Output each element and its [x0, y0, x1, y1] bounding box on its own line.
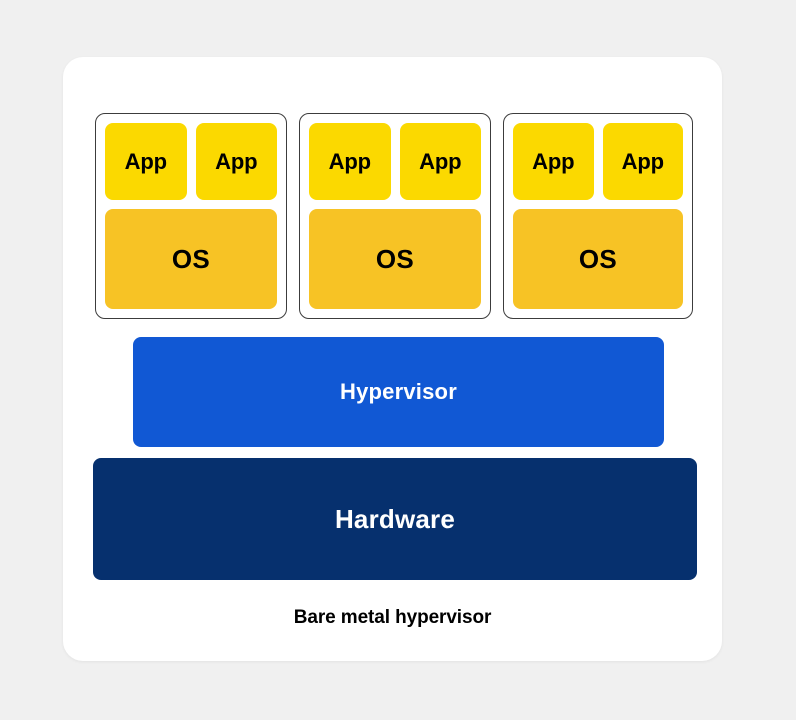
app-box-3-2: App	[602, 123, 683, 200]
os-box-1: OS	[105, 209, 277, 309]
os-box-3: OS	[513, 209, 683, 309]
app-box-2-2: App	[399, 123, 481, 200]
os-box-2: OS	[309, 209, 481, 309]
hardware-layer: Hardware	[93, 458, 697, 580]
hypervisor-layer: Hypervisor	[133, 337, 664, 447]
app-box-1-1: App	[105, 123, 187, 200]
virtual-machine-2: App App OS	[299, 113, 491, 319]
app-row-3: App App	[513, 123, 683, 200]
app-box-1-2: App	[195, 123, 277, 200]
virtual-machines-row: App App OS App App OS App App OS	[95, 113, 693, 319]
app-box-2-1: App	[309, 123, 391, 200]
app-row-2: App App	[309, 123, 481, 200]
diagram-caption: Bare metal hypervisor	[293, 607, 492, 628]
virtual-machine-1: App App OS	[95, 113, 287, 319]
app-box-3-1: App	[513, 123, 594, 200]
virtual-machine-3: App App OS	[503, 113, 693, 319]
app-row-1: App App	[105, 123, 277, 200]
diagram-card: App App OS App App OS App App OS	[63, 57, 722, 661]
